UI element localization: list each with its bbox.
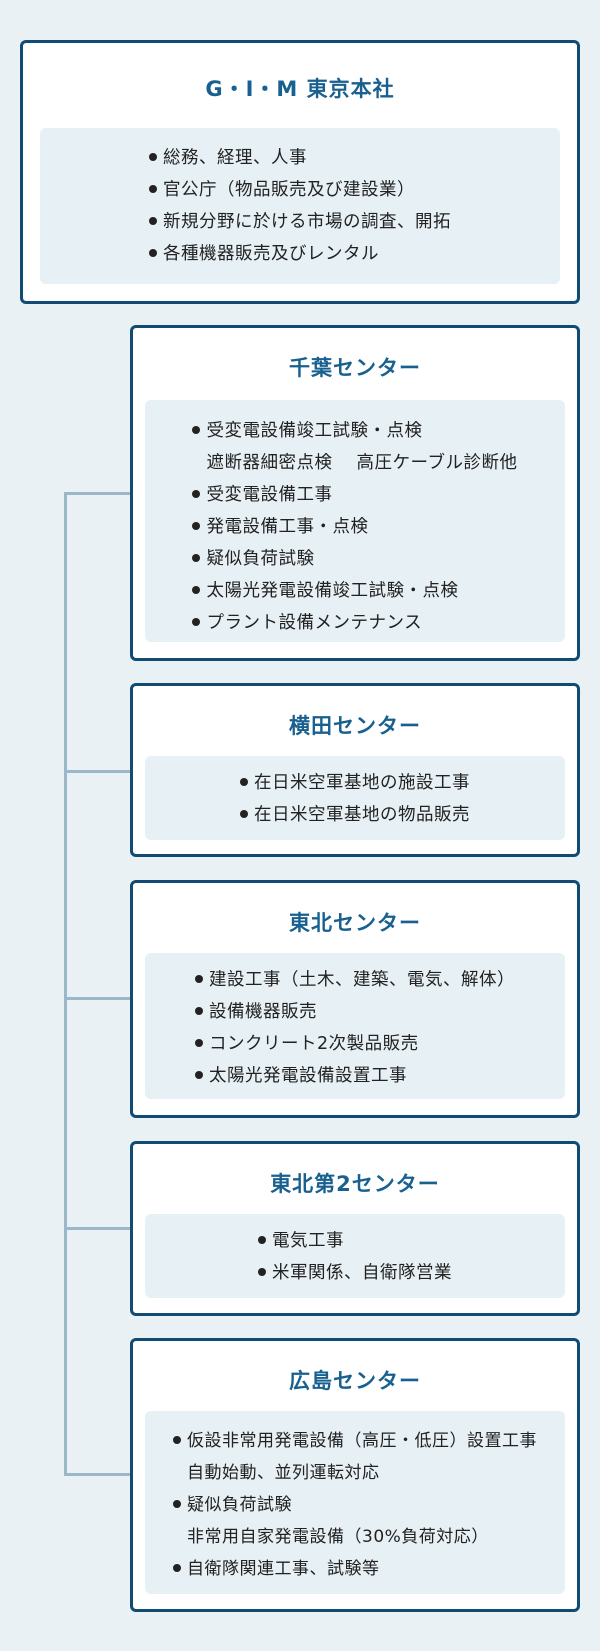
- list-item: 設備機器販売: [195, 996, 515, 1028]
- list-item: 疑似負荷試験: [192, 543, 517, 575]
- chiba-services-panel: 受変電設備竣工試験・点検 遮断器細密点検 高圧ケーブル診断他 受変電設備工事 発…: [145, 400, 565, 642]
- list-item: 電気工事: [258, 1225, 452, 1257]
- list-item: 太陽光発電設備設置工事: [195, 1060, 515, 1092]
- list-item: 総務、経理、人事: [149, 142, 451, 174]
- hq-services-list: 総務、経理、人事 官公庁（物品販売及び建設業） 新規分野に於ける市場の調査、開拓…: [149, 142, 451, 284]
- tohoku2-center-box: 東北第2センター 電気工事 米軍関係、自衛隊営業: [130, 1141, 580, 1316]
- yokota-services-list: 在日米空軍基地の施設工事 在日米空軍基地の物品販売: [240, 767, 470, 840]
- chiba-center-box: 千葉センター 受変電設備竣工試験・点検 遮断器細密点検 高圧ケーブル診断他 受変…: [130, 325, 580, 661]
- yokota-center-title: 横田センター: [289, 714, 421, 738]
- tohoku2-services-panel: 電気工事 米軍関係、自衛隊営業: [145, 1214, 565, 1298]
- chiba-center-title: 千葉センター: [289, 356, 421, 380]
- hiroshima-services-list: 仮設非常用発電設備（高圧・低圧）設置工事 自動始動、並列運転対応 疑似負荷試験 …: [173, 1425, 537, 1594]
- hq-title: G・I・M 東京本社: [205, 77, 395, 101]
- list-item: 新規分野に於ける市場の調査、開拓: [149, 206, 451, 238]
- yokota-services-panel: 在日米空軍基地の施設工事 在日米空軍基地の物品販売: [145, 756, 565, 840]
- list-item: 発電設備工事・点検: [192, 511, 517, 543]
- list-item-continuation: 自動始動、並列運転対応: [187, 1463, 380, 1483]
- list-item: 受変電設備竣工試験・点検: [192, 415, 517, 447]
- chiba-services-list: 受変電設備竣工試験・点検 遮断器細密点検 高圧ケーブル診断他 受変電設備工事 発…: [192, 415, 517, 642]
- tohoku2-center-title: 東北第2センター: [270, 1172, 440, 1196]
- yokota-center-box: 横田センター 在日米空軍基地の施設工事 在日米空軍基地の物品販売: [130, 683, 580, 857]
- list-item-continuation: 非常用自家発電設備（30%負荷対応）: [187, 1527, 489, 1547]
- hiroshima-center-title: 広島センター: [289, 1369, 421, 1393]
- hq-box: G・I・M 東京本社 総務、経理、人事 官公庁（物品販売及び建設業） 新規分野に…: [20, 40, 580, 304]
- list-item: 在日米空軍基地の物品販売: [240, 799, 470, 831]
- tohoku-services-panel: 建設工事（土木、建築、電気、解体） 設備機器販売 コンクリート2次製品販売 太陽…: [145, 953, 565, 1099]
- connector-hiroshima: [64, 1473, 133, 1476]
- tohoku2-services-list: 電気工事 米軍関係、自衛隊営業: [258, 1225, 452, 1298]
- list-item: 受変電設備工事: [192, 479, 517, 511]
- list-item: 太陽光発電設備竣工試験・点検: [192, 575, 517, 607]
- connector-chiba: [64, 492, 133, 495]
- hq-services-panel: 総務、経理、人事 官公庁（物品販売及び建設業） 新規分野に於ける市場の調査、開拓…: [40, 128, 560, 284]
- tohoku-services-list: 建設工事（土木、建築、電気、解体） 設備機器販売 コンクリート2次製品販売 太陽…: [195, 964, 515, 1099]
- list-item: 疑似負荷試験: [173, 1489, 537, 1521]
- list-item: 自衛隊関連工事、試験等: [173, 1553, 537, 1585]
- list-item: 在日米空軍基地の施設工事: [240, 767, 470, 799]
- connector-tohoku2: [64, 1227, 133, 1230]
- hiroshima-center-box: 広島センター 仮設非常用発電設備（高圧・低圧）設置工事 自動始動、並列運転対応 …: [130, 1338, 580, 1612]
- list-item: 各種機器販売及びレンタル: [149, 238, 451, 270]
- tohoku-center-box: 東北センター 建設工事（土木、建築、電気、解体） 設備機器販売 コンクリート2次…: [130, 880, 580, 1118]
- connector-yokota: [64, 770, 133, 773]
- list-item-continuation: 遮断器細密点検 高圧ケーブル診断他: [206, 453, 518, 473]
- list-item: 官公庁（物品販売及び建設業）: [149, 174, 451, 206]
- list-item: 仮設非常用発電設備（高圧・低圧）設置工事: [173, 1425, 537, 1457]
- hiroshima-services-panel: 仮設非常用発電設備（高圧・低圧）設置工事 自動始動、並列運転対応 疑似負荷試験 …: [145, 1411, 565, 1594]
- list-item: コンクリート2次製品販売: [195, 1028, 515, 1060]
- tohoku-center-title: 東北センター: [289, 911, 421, 935]
- connector-trunk: [64, 492, 67, 1476]
- list-item: 米軍関係、自衛隊営業: [258, 1257, 452, 1289]
- connector-tohoku: [64, 997, 133, 1000]
- list-item: プラント設備メンテナンス: [192, 607, 517, 639]
- list-item: 建設工事（土木、建築、電気、解体）: [195, 964, 515, 996]
